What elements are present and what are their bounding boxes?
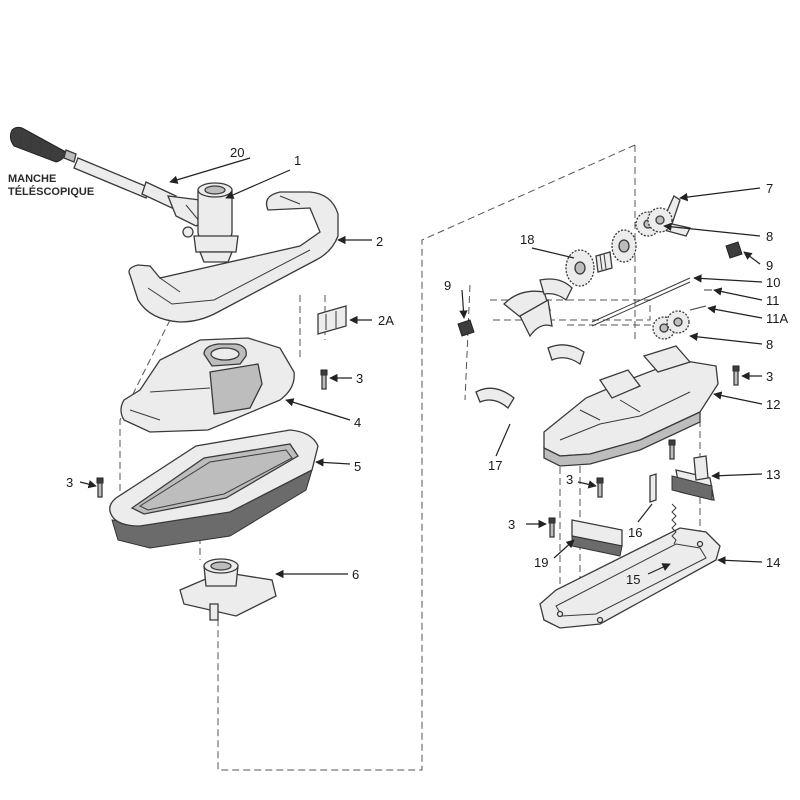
part-19-brush-strip <box>571 519 623 557</box>
part-8-gear-pair-upper <box>635 207 673 237</box>
callout-3-chassis-screw: 3 <box>766 369 773 384</box>
screw-left-of-brush-strip <box>548 517 556 538</box>
screw-left-of-frame <box>96 477 104 498</box>
callout-16: 16 <box>628 525 642 540</box>
callout-11a: 11A <box>766 311 788 326</box>
screw-near-side-brush <box>668 439 676 460</box>
part-15-spring <box>671 503 677 545</box>
part-12-chassis <box>543 345 719 467</box>
part-5-brush-frame <box>109 429 319 549</box>
callout-12: 12 <box>766 397 780 412</box>
telescopic-handle-title-line1: MANCHE <box>8 173 56 185</box>
part-10-rod <box>591 277 691 327</box>
part-6-suction-base <box>179 558 277 621</box>
part-11a-pin <box>689 305 707 311</box>
part-2a-clip <box>317 305 347 335</box>
callout-14: 14 <box>766 555 780 570</box>
callout-13: 13 <box>766 467 780 482</box>
callout-8-upper: 8 <box>766 229 773 244</box>
callout-8-lower: 8 <box>766 337 773 352</box>
part-18-turbine-assembly <box>565 229 637 287</box>
callout-2: 2 <box>376 234 383 249</box>
callout-3-frame-screw: 3 <box>66 475 73 490</box>
part-9-cube-left <box>457 319 475 337</box>
part-1-swivel-coupling <box>193 182 239 263</box>
part-4-head-cover <box>120 337 295 433</box>
callout-3-brush-strip: 3 <box>508 517 515 532</box>
callout-5: 5 <box>354 459 361 474</box>
screw-under-chassis <box>596 477 604 498</box>
callout-1: 1 <box>294 153 301 168</box>
callout-20: 20 <box>230 145 244 160</box>
callout-3-cover-screw: 3 <box>356 371 363 386</box>
callout-7: 7 <box>766 181 773 196</box>
screw-right-of-cover <box>320 369 328 390</box>
handle-grip <box>9 126 67 163</box>
callout-17: 17 <box>488 458 502 473</box>
callout-3-under-chassis: 3 <box>566 472 573 487</box>
screw-right-of-chassis <box>732 365 740 386</box>
callout-6: 6 <box>352 567 359 582</box>
callout-9-left: 9 <box>444 278 451 293</box>
part-2-handle-bail <box>128 191 339 323</box>
part-9-cube-right <box>725 241 743 259</box>
part-13-side-brush <box>671 455 715 501</box>
callout-15: 15 <box>626 572 640 587</box>
callout-18: 18 <box>520 232 534 247</box>
turbine-housing-halves <box>475 278 585 409</box>
callout-10: 10 <box>766 275 780 290</box>
callout-9-right: 9 <box>766 258 773 273</box>
telescopic-handle <box>9 126 177 209</box>
callout-11: 11 <box>766 293 780 308</box>
callout-labels: 20 1 2 2A 3 4 5 3 6 7 8 9 9 10 18 11 11A… <box>66 145 788 587</box>
callout-2a: 2A <box>378 313 394 328</box>
leader-lines <box>79 157 763 579</box>
callout-19: 19 <box>534 555 548 570</box>
callout-4: 4 <box>354 415 361 430</box>
part-16-clip <box>649 473 657 503</box>
part-8-gear-pair-lower <box>652 310 690 340</box>
telescopic-handle-title-line2: TÉLÉSCOPIQUE <box>8 185 94 198</box>
part-14-bottom-plate <box>539 527 721 629</box>
